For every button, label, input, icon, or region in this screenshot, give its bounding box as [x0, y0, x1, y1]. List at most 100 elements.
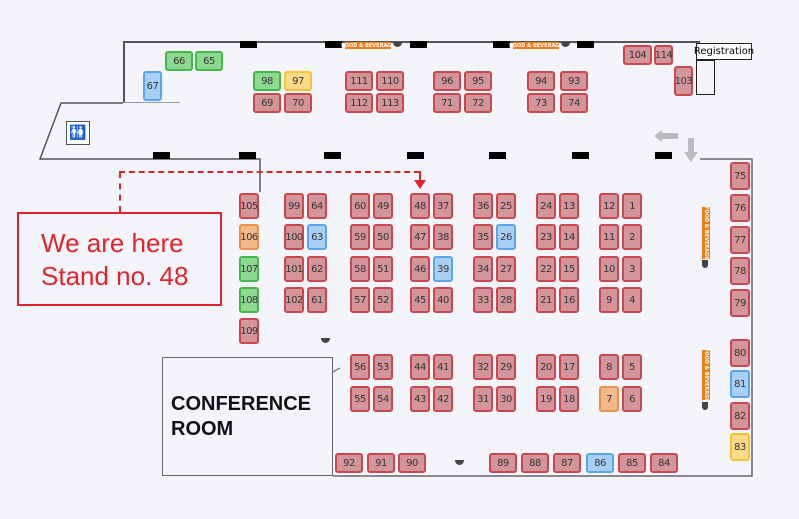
booth-23[interactable]: 23 [536, 224, 556, 250]
booth-41[interactable]: 41 [433, 354, 453, 380]
booth-18[interactable]: 18 [559, 386, 579, 412]
booth-29[interactable]: 29 [496, 354, 516, 380]
booth-31[interactable]: 31 [473, 386, 493, 412]
booth-54[interactable]: 54 [373, 386, 393, 412]
booth-24[interactable]: 24 [536, 193, 556, 219]
booth-11[interactable]: 11 [599, 224, 619, 250]
booth-90[interactable]: 90 [398, 453, 426, 473]
booth-99[interactable]: 99 [284, 193, 304, 219]
booth-33[interactable]: 33 [473, 287, 493, 313]
booth-16[interactable]: 16 [559, 287, 579, 313]
booth-105[interactable]: 105 [239, 193, 259, 219]
booth-61[interactable]: 61 [307, 287, 327, 313]
booth-7[interactable]: 7 [599, 386, 619, 412]
booth-20[interactable]: 20 [536, 354, 556, 380]
booth-77[interactable]: 77 [730, 226, 750, 254]
booth-87[interactable]: 87 [553, 453, 581, 473]
booth-38[interactable]: 38 [433, 224, 453, 250]
booth-104[interactable]: 104 [623, 45, 652, 65]
booth-93[interactable]: 93 [560, 71, 588, 91]
booth-106[interactable]: 106 [239, 224, 259, 250]
booth-21[interactable]: 21 [536, 287, 556, 313]
booth-3[interactable]: 3 [622, 256, 642, 282]
booth-42[interactable]: 42 [433, 386, 453, 412]
booth-84[interactable]: 84 [650, 453, 678, 473]
booth-67[interactable]: 67 [143, 71, 162, 101]
booth-74[interactable]: 74 [560, 93, 588, 113]
booth-107[interactable]: 107 [239, 256, 259, 282]
booth-2[interactable]: 2 [622, 224, 642, 250]
booth-88[interactable]: 88 [521, 453, 549, 473]
booth-76[interactable]: 76 [730, 194, 750, 222]
booth-70[interactable]: 70 [284, 93, 312, 113]
booth-15[interactable]: 15 [559, 256, 579, 282]
booth-56[interactable]: 56 [350, 354, 370, 380]
booth-94[interactable]: 94 [527, 71, 555, 91]
booth-110[interactable]: 110 [376, 71, 404, 91]
booth-69[interactable]: 69 [253, 93, 281, 113]
booth-114[interactable]: 114 [654, 45, 673, 65]
booth-83[interactable]: 83 [730, 433, 750, 461]
booth-85[interactable]: 85 [618, 453, 646, 473]
booth-65[interactable]: 65 [195, 51, 223, 71]
booth-100[interactable]: 100 [284, 224, 304, 250]
booth-72[interactable]: 72 [464, 93, 492, 113]
booth-113[interactable]: 113 [376, 93, 404, 113]
booth-51[interactable]: 51 [373, 256, 393, 282]
booth-60[interactable]: 60 [350, 193, 370, 219]
booth-64[interactable]: 64 [307, 193, 327, 219]
booth-73[interactable]: 73 [527, 93, 555, 113]
booth-92[interactable]: 92 [335, 453, 363, 473]
booth-50[interactable]: 50 [373, 224, 393, 250]
booth-10[interactable]: 10 [599, 256, 619, 282]
booth-49[interactable]: 49 [373, 193, 393, 219]
booth-22[interactable]: 22 [536, 256, 556, 282]
booth-12[interactable]: 12 [599, 193, 619, 219]
booth-79[interactable]: 79 [730, 289, 750, 317]
booth-9[interactable]: 9 [599, 287, 619, 313]
booth-27[interactable]: 27 [496, 256, 516, 282]
booth-102[interactable]: 102 [284, 287, 304, 313]
booth-1[interactable]: 1 [622, 193, 642, 219]
booth-25[interactable]: 25 [496, 193, 516, 219]
booth-44[interactable]: 44 [410, 354, 430, 380]
booth-36[interactable]: 36 [473, 193, 493, 219]
booth-96[interactable]: 96 [433, 71, 461, 91]
booth-86[interactable]: 86 [586, 453, 614, 473]
booth-17[interactable]: 17 [559, 354, 579, 380]
booth-55[interactable]: 55 [350, 386, 370, 412]
booth-98[interactable]: 98 [253, 71, 281, 91]
booth-59[interactable]: 59 [350, 224, 370, 250]
booth-53[interactable]: 53 [373, 354, 393, 380]
booth-6[interactable]: 6 [622, 386, 642, 412]
booth-103[interactable]: 103 [674, 66, 693, 96]
booth-75[interactable]: 75 [730, 162, 750, 190]
booth-8[interactable]: 8 [599, 354, 619, 380]
booth-39[interactable]: 39 [433, 256, 453, 282]
booth-30[interactable]: 30 [496, 386, 516, 412]
booth-14[interactable]: 14 [559, 224, 579, 250]
booth-91[interactable]: 91 [367, 453, 395, 473]
booth-66[interactable]: 66 [165, 51, 193, 71]
booth-4[interactable]: 4 [622, 287, 642, 313]
booth-5[interactable]: 5 [622, 354, 642, 380]
booth-43[interactable]: 43 [410, 386, 430, 412]
booth-80[interactable]: 80 [730, 339, 750, 367]
booth-32[interactable]: 32 [473, 354, 493, 380]
booth-34[interactable]: 34 [473, 256, 493, 282]
booth-111[interactable]: 111 [345, 71, 373, 91]
booth-47[interactable]: 47 [410, 224, 430, 250]
booth-58[interactable]: 58 [350, 256, 370, 282]
booth-97[interactable]: 97 [284, 71, 312, 91]
booth-28[interactable]: 28 [496, 287, 516, 313]
booth-26[interactable]: 26 [496, 224, 516, 250]
booth-108[interactable]: 108 [239, 287, 259, 313]
booth-112[interactable]: 112 [345, 93, 373, 113]
booth-46[interactable]: 46 [410, 256, 430, 282]
booth-109[interactable]: 109 [239, 318, 259, 344]
booth-81[interactable]: 81 [730, 370, 750, 398]
booth-13[interactable]: 13 [559, 193, 579, 219]
booth-101[interactable]: 101 [284, 256, 304, 282]
booth-63[interactable]: 63 [307, 224, 327, 250]
booth-37[interactable]: 37 [433, 193, 453, 219]
